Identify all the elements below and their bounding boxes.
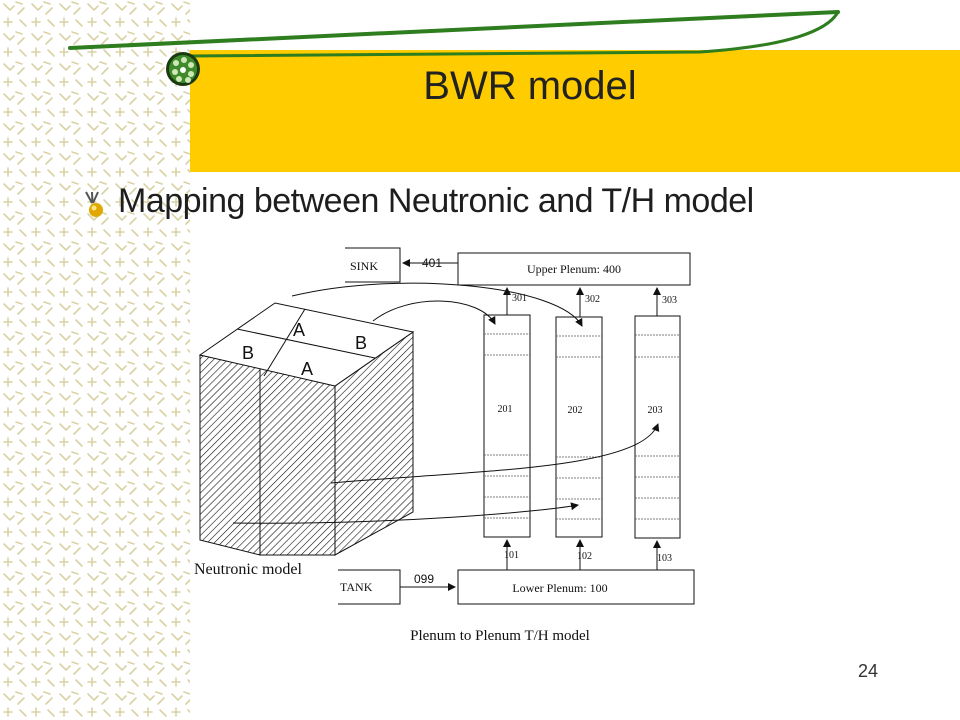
lower-plenum-label: Lower Plenum: 100 xyxy=(512,581,607,595)
mapping-arrow-a-to-202 xyxy=(291,282,583,327)
junction-101-label: 101 xyxy=(504,550,519,561)
assembly-label-a2: A xyxy=(301,359,313,379)
channel-202 xyxy=(555,316,603,538)
mapping-arrow-b-to-201 xyxy=(372,300,496,325)
tank-label: TANK xyxy=(340,580,373,594)
page-number: 24 xyxy=(858,661,879,681)
assembly-label-a1: A xyxy=(293,320,305,340)
diagram-caption: Plenum to Plenum T/H model xyxy=(410,628,590,644)
neutronic-block xyxy=(198,302,415,556)
channel-203-label: 203 xyxy=(648,405,663,416)
sink-label: SINK xyxy=(350,259,378,273)
channel-203 xyxy=(634,315,681,539)
bullet-icon xyxy=(85,191,103,217)
assembly-label-b1: B xyxy=(242,343,254,363)
mapping-arrow-to-203 xyxy=(330,423,660,484)
upper-plenum-label: Upper Plenum: 400 xyxy=(527,262,621,276)
title-band xyxy=(190,50,960,172)
channel-201 xyxy=(483,314,531,538)
upper-plenum-box xyxy=(457,252,691,286)
channel-202-label: 202 xyxy=(568,405,583,416)
junction-102-label: 102 xyxy=(577,551,592,562)
mapping-arrow-to-202-lower xyxy=(232,502,579,524)
junction-303-label: 303 xyxy=(662,295,677,306)
junction-302-label: 302 xyxy=(585,294,600,305)
swoosh-ornament xyxy=(68,10,840,86)
neutronic-label: Neutronic model xyxy=(194,561,303,578)
junction-top-label: 401 xyxy=(422,256,442,270)
sink-box xyxy=(345,247,401,283)
bead-cluster-icon xyxy=(166,52,200,86)
slide-title: BWR model xyxy=(423,64,637,108)
junction-103-label: 103 xyxy=(657,553,672,564)
bwr-mapping-diagram: A B B A Neutronic model SINK 401 Upper P… xyxy=(194,247,695,644)
background-pattern xyxy=(0,0,190,720)
assembly-label-b2: B xyxy=(355,333,367,353)
channel-201-label: 201 xyxy=(498,404,513,415)
bullet-text: Mapping between Neutronic and T/H model xyxy=(118,182,754,220)
junction-301-label: 301 xyxy=(512,293,527,304)
junction-bottom-label: 099 xyxy=(414,572,434,586)
lower-plenum-box xyxy=(457,569,695,605)
